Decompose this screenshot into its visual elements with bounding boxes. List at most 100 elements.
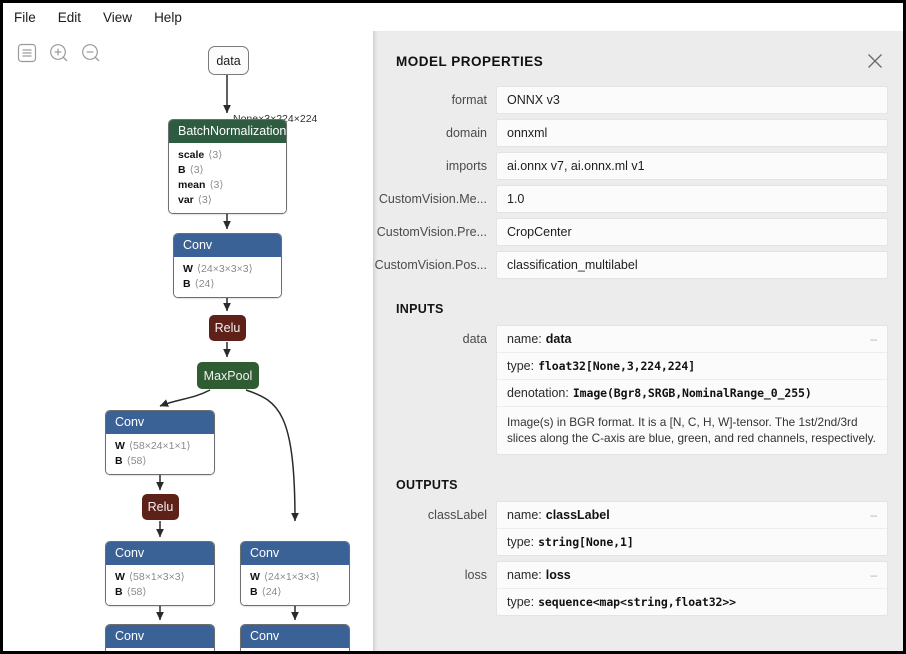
sidebar-toggle-icon[interactable]	[15, 41, 39, 65]
attr-name: B	[115, 586, 123, 598]
input-row-data: data name: data – type: float32[None,3,2…	[374, 325, 888, 455]
graph-node-conv-4[interactable]: Conv W⟨24×1×3×3⟩ B⟨24⟩	[240, 541, 350, 606]
graph-node-relu-1[interactable]: Relu	[209, 315, 246, 341]
attr-shape: ⟨24×1×3×3⟩	[263, 571, 320, 583]
graph-node-conv-2[interactable]: Conv W⟨58×24×1×1⟩ B⟨58⟩	[105, 410, 215, 475]
zoom-in-icon[interactable]	[47, 41, 71, 65]
property-value[interactable]: ONNX v3	[496, 86, 888, 114]
attr-name: scale	[178, 149, 205, 161]
outputs-section-title: OUTPUTS	[396, 478, 458, 492]
graph-node-relu-2[interactable]: Relu	[142, 494, 179, 520]
panel-header: MODEL PROPERTIES	[374, 31, 903, 70]
attr-shape: ⟨24×3×3×3⟩	[196, 263, 253, 275]
field-value: float32[None,3,224,224]	[538, 359, 696, 373]
property-value[interactable]: CropCenter	[496, 218, 888, 246]
menu-item-view[interactable]: View	[103, 9, 133, 25]
input-name-line: name: data –	[497, 326, 887, 352]
node-attributes: W⟨58×1×3×3⟩ B⟨58⟩	[106, 565, 214, 605]
property-row-customvision-metadata: CustomVision.Me... 1.0	[374, 185, 888, 213]
attr-shape: ⟨3⟩	[208, 149, 223, 161]
attr-name: W	[183, 263, 193, 275]
attr-name: B	[178, 164, 186, 176]
graph-node-conv-6[interactable]: Conv	[240, 624, 350, 651]
collapse-toggle-icon[interactable]: –	[870, 508, 877, 522]
input-description: Image(s) in BGR format. It is a [N, C, H…	[497, 406, 887, 454]
graph-node-data[interactable]: data	[208, 46, 249, 75]
attr-name: var	[178, 194, 194, 206]
graph-canvas[interactable]: data None×3×224×224 BatchNormalization s…	[3, 31, 373, 651]
node-title: Conv	[241, 542, 349, 565]
output-name-line: name: classLabel –	[497, 502, 887, 528]
attr-shape: ⟨58×24×1×1⟩	[128, 440, 191, 452]
collapse-toggle-icon[interactable]: –	[870, 568, 877, 582]
field-value: string[None,1]	[538, 535, 634, 549]
property-row-customvision-preprocess: CustomVision.Pre... CropCenter	[374, 218, 888, 246]
attr-shape: ⟨24⟩	[194, 278, 215, 290]
field-value: sequence<map<string,float32>>	[538, 595, 736, 609]
property-value[interactable]: ai.onnx v7, ai.onnx.ml v1	[496, 152, 888, 180]
field-label: type:	[507, 595, 535, 609]
attr-name: B	[115, 455, 123, 467]
node-attributes: W⟨24×3×3×3⟩ B⟨24⟩	[174, 257, 281, 297]
output-name-line: name: loss –	[497, 562, 887, 588]
output-argument: name: loss – type: sequence<map<string,f…	[496, 561, 888, 616]
close-icon[interactable]	[866, 52, 884, 70]
node-title: Conv	[106, 411, 214, 434]
output-row-classlabel: classLabel name: classLabel – type: stri…	[374, 501, 888, 556]
attr-name: W	[115, 440, 125, 452]
field-label: name:	[507, 332, 542, 346]
graph-node-conv-3[interactable]: Conv W⟨58×1×3×3⟩ B⟨58⟩	[105, 541, 215, 606]
node-attr: B⟨58⟩	[115, 454, 206, 469]
menu-item-file[interactable]: File	[14, 9, 36, 25]
field-label: name:	[507, 508, 542, 522]
canvas-toolbar	[15, 41, 103, 65]
output-type-line: type: sequence<map<string,float32>>	[497, 588, 887, 615]
property-value[interactable]: onnxml	[496, 119, 888, 147]
node-attr: B⟨24⟩	[183, 277, 273, 292]
field-value: Image(Bgr8,SRGB,NominalRange_0_255)	[572, 386, 812, 400]
node-title: Conv	[174, 234, 281, 257]
collapse-toggle-icon[interactable]: –	[870, 332, 877, 346]
model-properties-list: format ONNX v3 domain onnxml imports ai.…	[374, 86, 903, 279]
property-label: imports	[446, 159, 487, 173]
attr-name: mean	[178, 179, 206, 191]
graph-node-batchnormalization[interactable]: BatchNormalization scale⟨3⟩ B⟨3⟩ mean⟨3⟩…	[168, 119, 287, 214]
property-row-imports: imports ai.onnx v7, ai.onnx.ml v1	[374, 152, 888, 180]
property-row-format: format ONNX v3	[374, 86, 888, 114]
graph-node-conv-1[interactable]: Conv W⟨24×3×3×3⟩ B⟨24⟩	[173, 233, 282, 298]
node-attr: scale⟨3⟩	[178, 148, 278, 163]
property-label: CustomVision.Pos...	[374, 258, 487, 272]
node-attributes	[106, 648, 214, 651]
field-value: classLabel	[545, 508, 610, 522]
panel-title: MODEL PROPERTIES	[396, 53, 544, 69]
attr-shape: ⟨58⟩	[126, 586, 147, 598]
input-label: data	[462, 332, 487, 346]
output-row-loss: loss name: loss – type: sequence<map<str…	[374, 561, 888, 616]
node-title: MaxPool	[203, 368, 253, 383]
field-label: denotation:	[507, 386, 569, 400]
attr-shape: ⟨58×1×3×3⟩	[128, 571, 185, 583]
node-attr: W⟨24×3×3×3⟩	[183, 262, 273, 277]
node-attributes	[241, 648, 349, 651]
input-type-line: type: float32[None,3,224,224]	[497, 352, 887, 379]
property-label: domain	[446, 126, 487, 140]
node-attributes: scale⟨3⟩ B⟨3⟩ mean⟨3⟩ var⟨3⟩	[169, 143, 286, 213]
menu-item-edit[interactable]: Edit	[57, 9, 82, 25]
input-argument: name: data – type: float32[None,3,224,22…	[496, 325, 888, 455]
field-label: name:	[507, 568, 542, 582]
property-value[interactable]: classification_multilabel	[496, 251, 888, 279]
node-attr: B⟨24⟩	[250, 585, 341, 600]
graph-node-maxpool[interactable]: MaxPool	[197, 362, 259, 389]
graph-node-conv-5[interactable]: Conv	[105, 624, 215, 651]
property-value[interactable]: 1.0	[496, 185, 888, 213]
attr-shape: ⟨3⟩	[189, 164, 204, 176]
attr-name: B	[250, 586, 258, 598]
inputs-section-title: INPUTS	[396, 302, 444, 316]
attr-shape: ⟨58⟩	[126, 455, 147, 467]
outputs-list: classLabel name: classLabel – type: stri…	[374, 501, 903, 616]
model-properties-panel: MODEL PROPERTIES format ONNX v3 domain o…	[373, 31, 903, 651]
field-label: type:	[507, 359, 535, 373]
zoom-out-icon[interactable]	[79, 41, 103, 65]
menu-item-help[interactable]: Help	[154, 9, 182, 25]
